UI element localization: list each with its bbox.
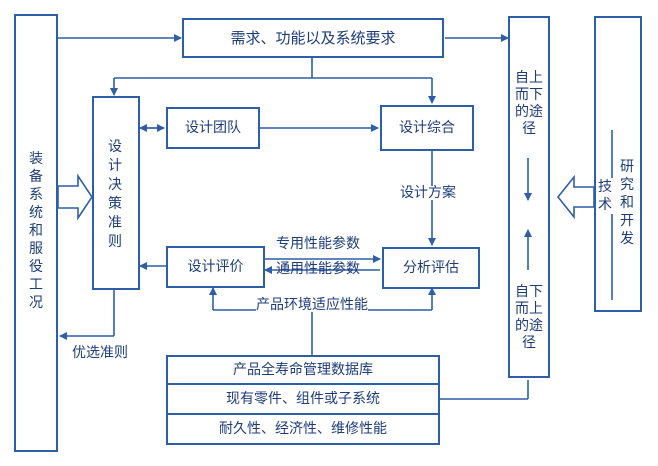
design-evaluation-box: 设计评价	[166, 246, 265, 288]
research-development-box	[594, 16, 642, 312]
top-down-path-label: 自上而下的途径	[512, 70, 546, 138]
design-synthesis-box: 设计综合	[380, 105, 474, 151]
equipment-service-conditions-label: 装备系统和服役工况	[29, 151, 43, 311]
database-row-performance: 耐久性、经济性、维修性能	[219, 421, 387, 437]
design-team-box: 设计团队	[166, 107, 260, 149]
environment-adaptability-label: 产品环境适应性能	[256, 297, 368, 313]
bottom-up-path-label: 自下而上的途径	[512, 284, 546, 352]
research-development-label: 研究和开发	[620, 159, 634, 247]
design-path-box	[508, 16, 550, 378]
analysis-evaluation-box: 分析评估	[382, 247, 480, 289]
equipment-service-conditions-box	[14, 14, 58, 452]
general-performance-label: 通用性能参数	[276, 261, 360, 277]
requirements-box: 需求、功能以及系统要求	[182, 18, 444, 58]
database-title: 产品全寿命管理数据库	[168, 357, 438, 385]
design-scheme-label: 设计方案	[400, 185, 456, 201]
technology-label: 技术	[596, 178, 614, 214]
database-row-components: 现有零件、组件或子系统	[168, 385, 438, 415]
design-decision-criteria-label: 设计决策准则	[108, 139, 122, 250]
design-decision-criteria-box	[92, 96, 140, 290]
product-lifecycle-database: 产品全寿命管理数据库 现有零件、组件或子系统 耐久性、经济性、维修性能	[166, 355, 440, 445]
preferred-criteria-label: 优选准则	[72, 345, 128, 361]
special-performance-label: 专用性能参数	[276, 236, 360, 252]
